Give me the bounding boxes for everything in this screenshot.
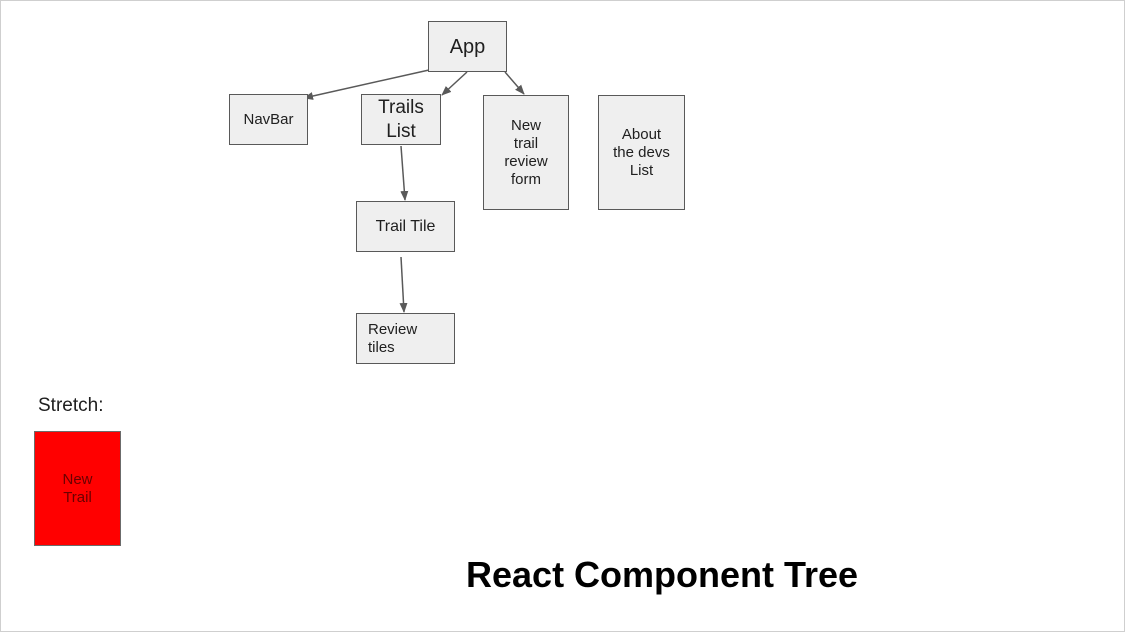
node-new-trail-stretch: New Trail [34, 431, 121, 546]
edge-trails-list-trail-tile [400, 145, 409, 201]
node-trails-list: Trails List [361, 94, 441, 145]
node-app: App [428, 21, 507, 72]
edge-app-trails-list [441, 71, 468, 96]
node-about-the-devs-list: About the devs List [598, 95, 685, 210]
edge-app-navbar [303, 69, 430, 100]
stretch-label: Stretch: [38, 395, 104, 416]
diagram-title: React Component Tree [466, 554, 859, 595]
node-new-trail-review-form: New trail review form [483, 95, 569, 210]
edge-trail-tile-review-tiles [399, 256, 408, 313]
node-navbar: NavBar [229, 94, 308, 145]
node-trail-tile: Trail Tile [356, 201, 455, 252]
node-review-tiles: Review tiles [356, 313, 455, 364]
edge-app-new-trail-review-form [504, 71, 525, 95]
